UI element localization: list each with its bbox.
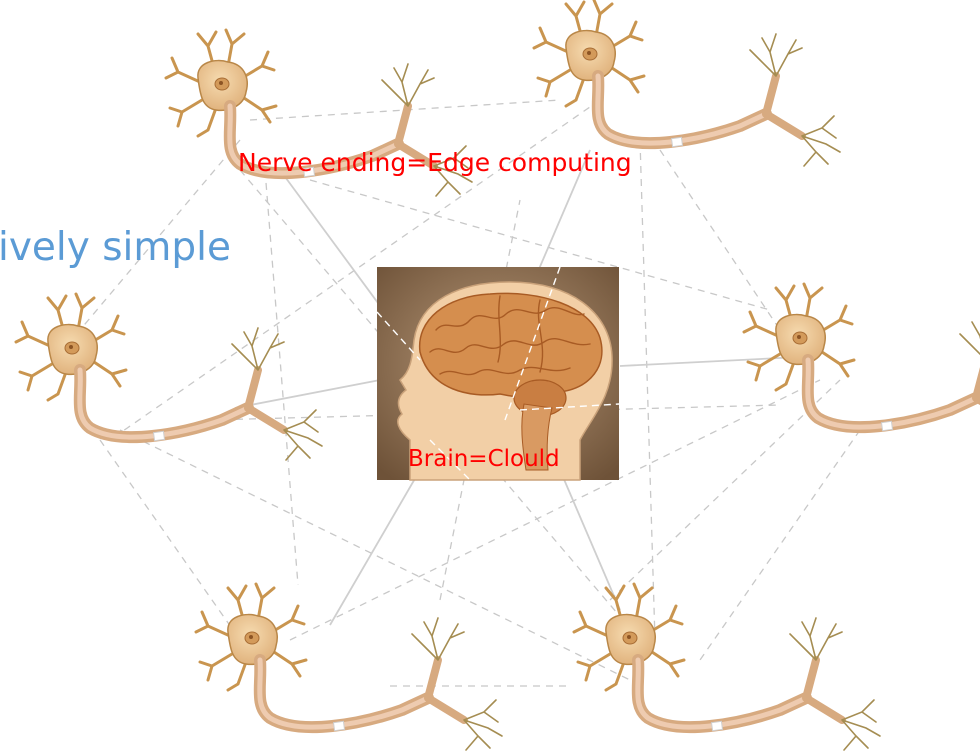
- neuron-icon: [16, 294, 322, 460]
- edge-computing-label: Nerve ending=Edge computing: [238, 148, 632, 177]
- neuron-icon: [744, 284, 980, 450]
- neuron-icon: [574, 584, 880, 750]
- truncated-side-text: ively simple: [0, 225, 231, 270]
- neuron-icon: [196, 584, 502, 750]
- neuron-icon: [534, 0, 840, 166]
- brain-illustration: [376, 266, 620, 481]
- cloud-label: Brain=Clould: [408, 446, 560, 472]
